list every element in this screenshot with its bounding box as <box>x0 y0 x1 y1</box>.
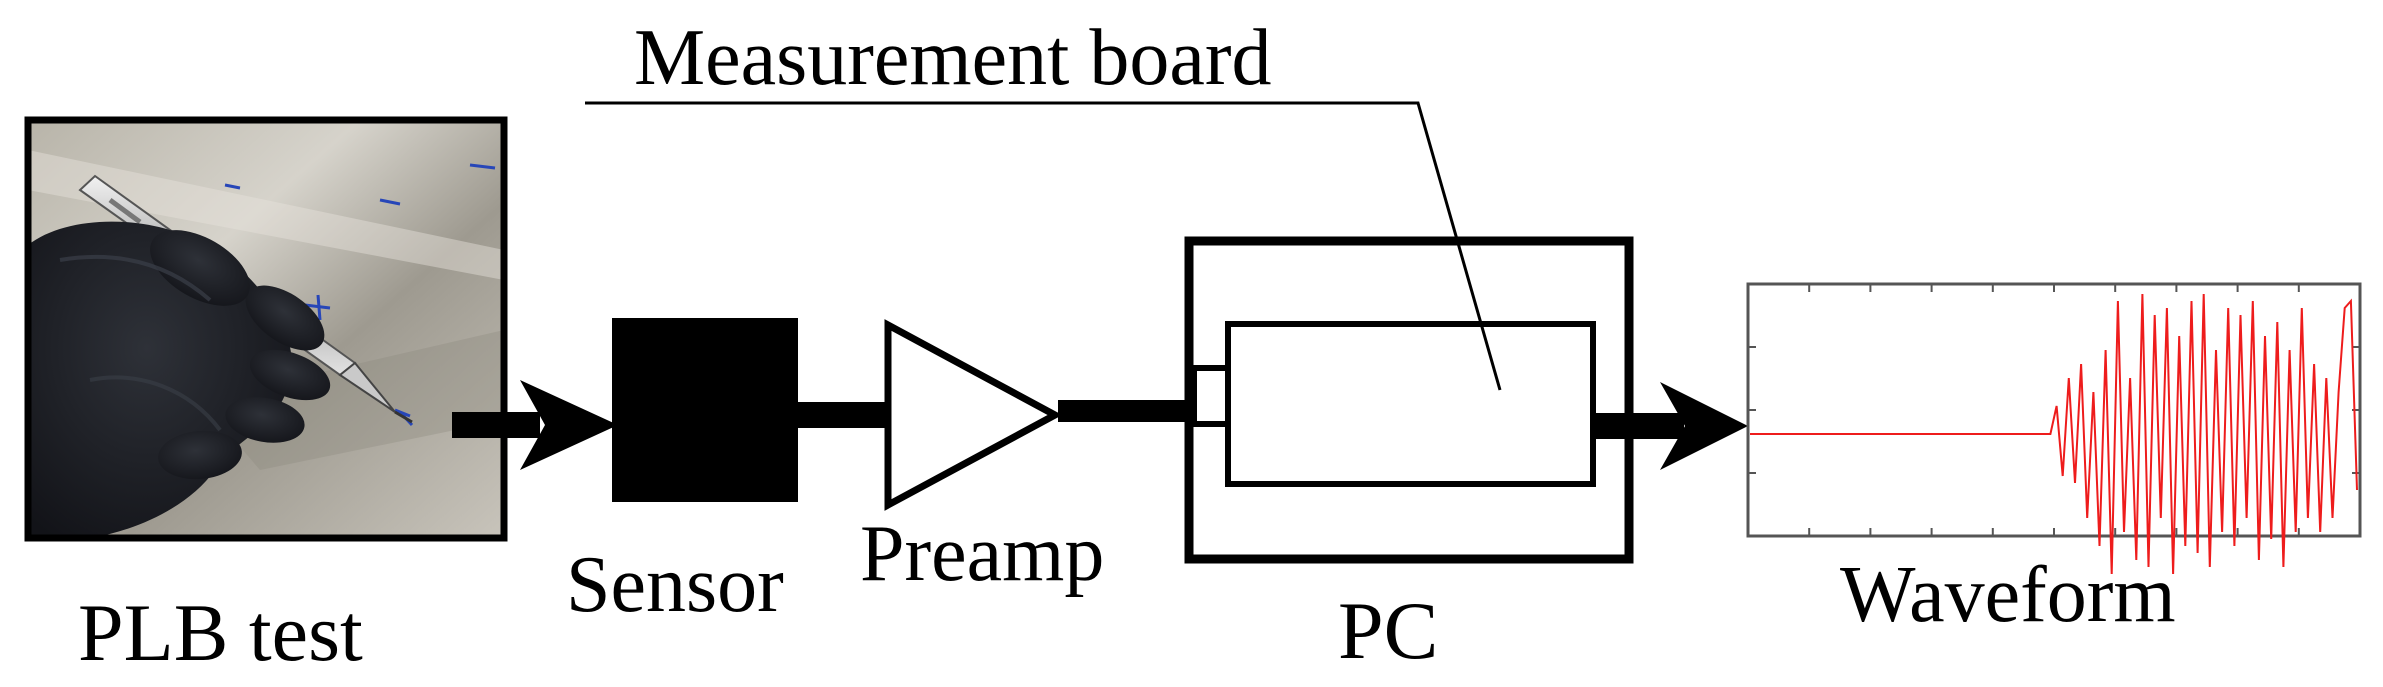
measurement-board-label: Measurement board <box>634 14 1272 102</box>
sensor-block <box>612 318 798 502</box>
photo-frame <box>24 116 508 542</box>
pc-box <box>1184 236 1634 564</box>
pc-label: PC <box>1338 585 1439 676</box>
waveform-trace <box>1750 293 2358 575</box>
waveform-plot <box>1746 282 2362 575</box>
sensor-label: Sensor <box>566 541 784 629</box>
plb-test-label: PLB test <box>78 587 363 678</box>
plb-test-photo <box>24 116 508 542</box>
preamp-label: Preamp <box>860 510 1105 598</box>
arrow-photo-to-sensor <box>452 380 618 470</box>
black-glove <box>28 221 331 538</box>
board-connector <box>1191 365 1231 427</box>
board-leader-line <box>585 101 1502 391</box>
plate-reflection <box>28 150 504 280</box>
waveform-ticks <box>1748 284 2360 536</box>
measurement-board <box>1191 321 1596 487</box>
preamp-triangle <box>884 319 1063 511</box>
line-sensor-to-preamp <box>796 402 892 428</box>
line-preamp-to-pc <box>1058 400 1188 422</box>
arrow-pc-to-waveform <box>1594 382 1748 470</box>
waveform-label: Waveform <box>1840 551 2176 639</box>
blue-marks <box>224 163 496 427</box>
